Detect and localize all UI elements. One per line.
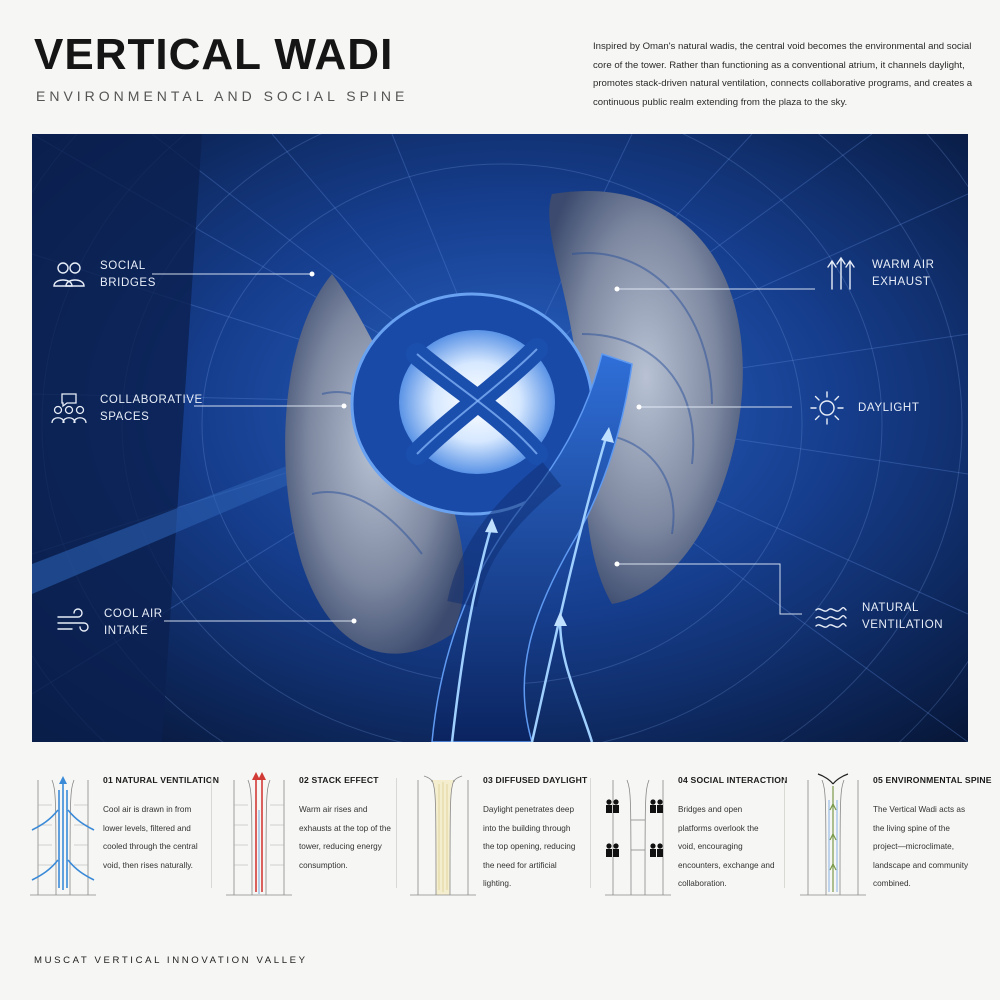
callout-label: NATURAL VENTILATION: [862, 602, 944, 631]
callout-warm-air-exhaust: WARM AIR EXHAUST: [822, 255, 935, 293]
section-diagram-stack: [226, 772, 292, 896]
panel-text: Warm air rises and exhausts at the top o…: [299, 805, 391, 870]
panel-divider: [784, 778, 785, 888]
panel-stack-effect: 02 STACK EFFECT Warm air rises and exhau…: [226, 765, 406, 915]
callout-label: SOCIAL BRIDGES: [100, 260, 156, 289]
section-diagram-social: [605, 779, 671, 896]
callout-label: DAYLIGHT: [858, 401, 920, 414]
panel-environmental-spine: 05 ENVIRONMENTAL SPINE The Vertical Wadi…: [800, 765, 991, 915]
callout-label: COOL AIR INTAKE: [104, 608, 163, 637]
hero-render: SOCIAL BRIDGES COLLABORATIVE SPACES: [32, 134, 968, 742]
panel-divider: [590, 778, 591, 888]
panel-divider: [211, 778, 212, 888]
panel-text: Bridges and open platforms overlook the …: [678, 805, 775, 889]
intro-paragraph: Inspired by Oman's natural wadis, the ce…: [593, 41, 973, 108]
callout-collaborative-spaces: COLLABORATIVE SPACES: [50, 390, 203, 428]
callout-social-bridges: SOCIAL BRIDGES: [50, 256, 156, 294]
callout-natural-ventilation: NATURAL VENTILATION: [812, 598, 943, 636]
panel-social-interaction: 04 SOCIAL INTERACTION Bridges and open p…: [605, 765, 788, 915]
panel-divider: [396, 778, 397, 888]
panel-title: 01 NATURAL VENTILATION: [103, 775, 220, 785]
wind-icon: [57, 608, 89, 632]
callout-label: COLLABORATIVE SPACES: [100, 394, 203, 423]
sun-icon: [810, 391, 844, 425]
panel-title: 05 ENVIRONMENTAL SPINE: [873, 775, 992, 785]
people-icon: [53, 262, 85, 287]
section-diagram-daylight: [410, 775, 476, 896]
callout-daylight: DAYLIGHT: [808, 389, 919, 427]
atrium-illustration: [32, 134, 968, 742]
group-discussion-icon: [51, 393, 87, 424]
panel-title: 03 DIFFUSED DAYLIGHT: [483, 775, 588, 785]
section-diagram-ventilation: [30, 776, 96, 896]
page-title: VERTICAL WADI: [34, 30, 394, 79]
page-subtitle: ENVIRONMENTAL AND SOCIAL SPINE: [36, 88, 409, 104]
panel-text: Daylight penetrates deep into the buildi…: [483, 805, 576, 889]
panel-text: Cool air is drawn in from lower levels, …: [103, 805, 198, 870]
panel-title: 02 STACK EFFECT: [299, 775, 379, 785]
panel-natural-ventilation: 01 NATURAL VENTILATION Cool air is drawn…: [30, 765, 219, 915]
section-diagram-spine: [800, 773, 866, 896]
panel-text: The Vertical Wadi acts as the living spi…: [873, 805, 969, 889]
footer-label: MUSCAT VERTICAL INNOVATION VALLEY: [34, 955, 308, 966]
callout-label: WARM AIR EXHAUST: [872, 259, 935, 288]
panel-title: 04 SOCIAL INTERACTION: [678, 775, 788, 785]
up-arrows-icon: [827, 256, 855, 290]
panel-diffused-daylight: 03 DIFFUSED DAYLIGHT Daylight penetrates…: [410, 765, 590, 915]
callout-cool-air-intake: COOL AIR INTAKE: [54, 604, 163, 642]
waves-icon: [815, 607, 847, 628]
